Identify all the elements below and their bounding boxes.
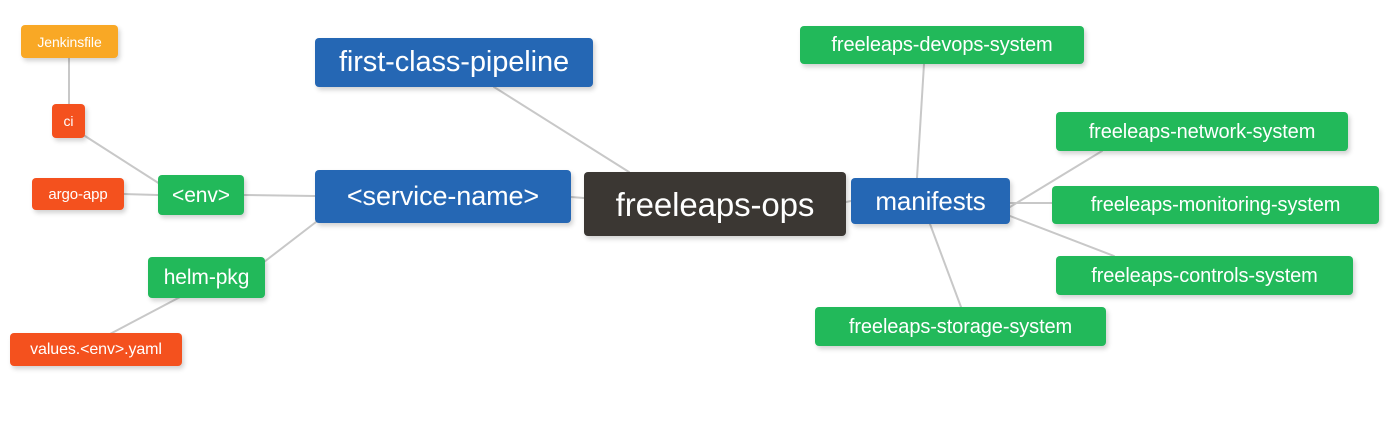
- node-label-freeleaps-ops: freeleaps-ops: [615, 185, 815, 223]
- edge-ci-to-env: [84, 135, 161, 185]
- node-ci[interactable]: ci: [52, 104, 85, 138]
- node-env[interactable]: <env>: [158, 175, 244, 215]
- node-label-manifests: manifests: [875, 186, 986, 216]
- node-label-argo-app: argo-app: [48, 185, 108, 203]
- node-jenkinsfile[interactable]: Jenkinsfile: [21, 25, 118, 58]
- node-freeleaps-controls-system[interactable]: freeleaps-controls-system: [1056, 256, 1353, 295]
- node-label-freeleaps-controls-system: freeleaps-controls-system: [1091, 264, 1318, 287]
- edge-env-to-service-name: [243, 194, 316, 197]
- node-label-freeleaps-network-system: freeleaps-network-system: [1088, 120, 1316, 143]
- node-helm-pkg[interactable]: helm-pkg: [148, 257, 265, 298]
- node-label-freeleaps-monitoring-system: freeleaps-monitoring-system: [1090, 194, 1341, 216]
- node-manifests[interactable]: manifests: [851, 178, 1010, 224]
- node-freeleaps-network-system[interactable]: freeleaps-network-system: [1056, 112, 1348, 151]
- node-label-freeleaps-storage-system: freeleaps-storage-system: [848, 315, 1073, 338]
- node-values-yaml[interactable]: values.<env>.yaml: [10, 333, 182, 366]
- edge-first-class-pipeline-to-freeleaps-ops: [493, 86, 630, 173]
- edge-helm-pkg-to-values-yaml: [109, 295, 183, 335]
- edge-freeleaps-devops-system-to-manifests: [916, 63, 925, 179]
- node-label-freeleaps-devops-system: freeleaps-devops-system: [831, 34, 1053, 56]
- node-first-class-pipeline[interactable]: first-class-pipeline: [315, 38, 593, 87]
- edge-service-name-to-helm-pkg: [263, 221, 317, 263]
- edge-manifests-to-freeleaps-storage-system: [929, 223, 962, 308]
- edge-service-name-to-freeleaps-ops: [570, 196, 585, 199]
- node-label-service-name: <service-name>: [346, 181, 540, 211]
- node-label-env: <env>: [172, 183, 230, 207]
- node-label-first-class-pipeline: first-class-pipeline: [338, 46, 570, 78]
- node-label-ci: ci: [63, 113, 74, 129]
- node-service-name[interactable]: <service-name>: [315, 170, 571, 223]
- node-freeleaps-storage-system[interactable]: freeleaps-storage-system: [815, 307, 1106, 346]
- node-freeleaps-ops[interactable]: freeleaps-ops: [584, 172, 846, 236]
- node-freeleaps-devops-system[interactable]: freeleaps-devops-system: [800, 26, 1084, 64]
- node-freeleaps-monitoring-system[interactable]: freeleaps-monitoring-system: [1052, 186, 1379, 224]
- edge-argo-app-to-env: [123, 193, 159, 196]
- node-label-jenkinsfile: Jenkinsfile: [37, 33, 102, 50]
- node-label-values-yaml: values.<env>.yaml: [30, 340, 162, 358]
- node-argo-app[interactable]: argo-app: [32, 178, 124, 210]
- node-label-helm-pkg: helm-pkg: [163, 266, 250, 289]
